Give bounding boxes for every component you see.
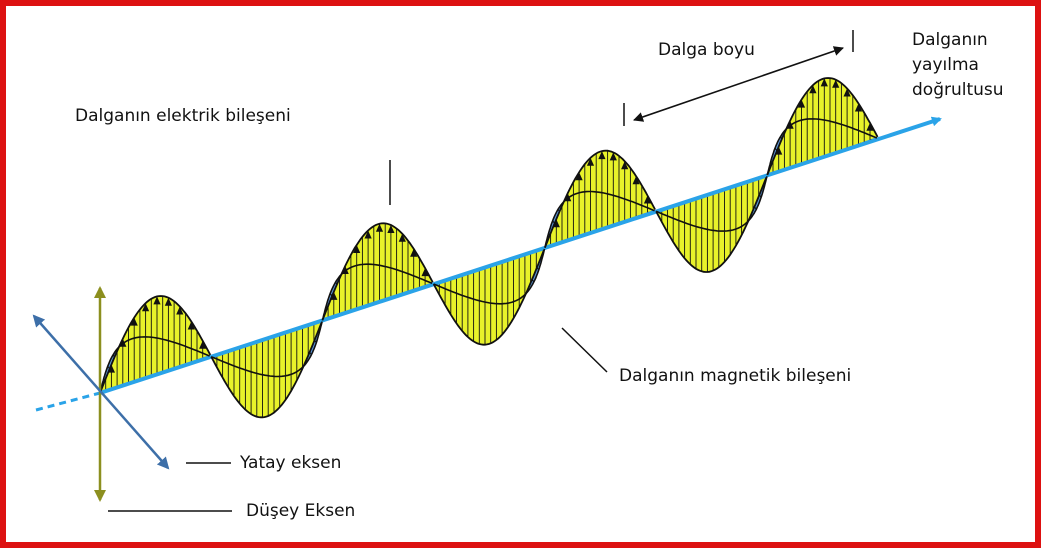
electric-arrowhead	[843, 88, 851, 97]
propagation-label-line3: doğrultusu	[912, 80, 1004, 100]
propagation-label-line2: yayılma	[912, 55, 979, 75]
electric-arrowhead	[387, 225, 395, 233]
electric-lobe-outline	[655, 177, 768, 273]
magnetic-component-fill	[100, 118, 877, 393]
horizontal-axis-label: Yatay eksen	[239, 453, 341, 473]
propagation-axis	[99, 116, 942, 395]
electric-arrowhead	[621, 161, 629, 170]
electric-arrowhead	[164, 297, 172, 306]
electric-lobe	[544, 150, 656, 248]
magnetic-leader-line	[561, 327, 608, 373]
electric-lobe	[656, 177, 767, 272]
propagation-axis-dashed	[35, 391, 101, 412]
electric-lobe	[433, 250, 544, 345]
electric-arrowhead	[199, 340, 207, 349]
magnetic-lobe-outline	[210, 321, 323, 378]
magnetic-lobe-outline	[321, 263, 433, 321]
electric-arrowhead	[153, 296, 161, 305]
propagation-label-line1: Dalganın	[912, 30, 988, 50]
electric-arrowhead	[598, 151, 606, 160]
electric-arrowhead	[421, 268, 429, 277]
magnetic-component-hatch	[103, 118, 873, 390]
electric-arrowhead	[187, 321, 195, 330]
wavelength-arrow	[633, 46, 844, 122]
electric-arrowhead	[375, 223, 384, 232]
electric-lobe	[211, 322, 322, 418]
electric-arrowhead	[410, 248, 418, 257]
electric-arrowhead	[866, 122, 874, 131]
magnetic-component-outline	[99, 118, 878, 394]
electric-lobe-outline	[544, 149, 656, 249]
magnetic-lobe-outline	[655, 176, 768, 232]
magnetic-lobe-outline	[544, 190, 655, 248]
electric-arrowhead	[586, 157, 595, 166]
wavelength-label: Dalga boyu	[658, 40, 755, 60]
horizontal-axis-arrow	[32, 314, 170, 470]
electric-lobe-outline	[321, 222, 434, 321]
electric-component-fill	[100, 78, 878, 418]
electric-arrowhead	[609, 152, 617, 161]
electric-lobe	[100, 296, 211, 393]
electric-arrowhead	[176, 306, 184, 315]
electric-arrowhead	[575, 172, 583, 181]
electric-arrowhead	[632, 176, 640, 185]
magnetic-component-label: Dalganın magnetik bileşeni	[619, 366, 851, 386]
electric-arrowhead	[643, 195, 652, 204]
electric-lobe	[767, 78, 878, 175]
electric-lobe-outline	[210, 322, 323, 419]
electric-arrowhead	[854, 103, 863, 112]
electric-component-label: Dalganın elektrik bileşeni	[75, 106, 291, 126]
magnetic-lobe-outline	[433, 248, 546, 305]
electric-lobe-outline	[432, 249, 545, 346]
vertical-axis-label: Düşey Eksen	[246, 501, 355, 521]
electric-arrowhead	[398, 233, 406, 242]
electric-arrowhead	[364, 230, 372, 239]
electric-arrowhead	[353, 245, 361, 253]
electric-lobe	[322, 223, 433, 321]
electric-arrowhead	[142, 303, 150, 312]
